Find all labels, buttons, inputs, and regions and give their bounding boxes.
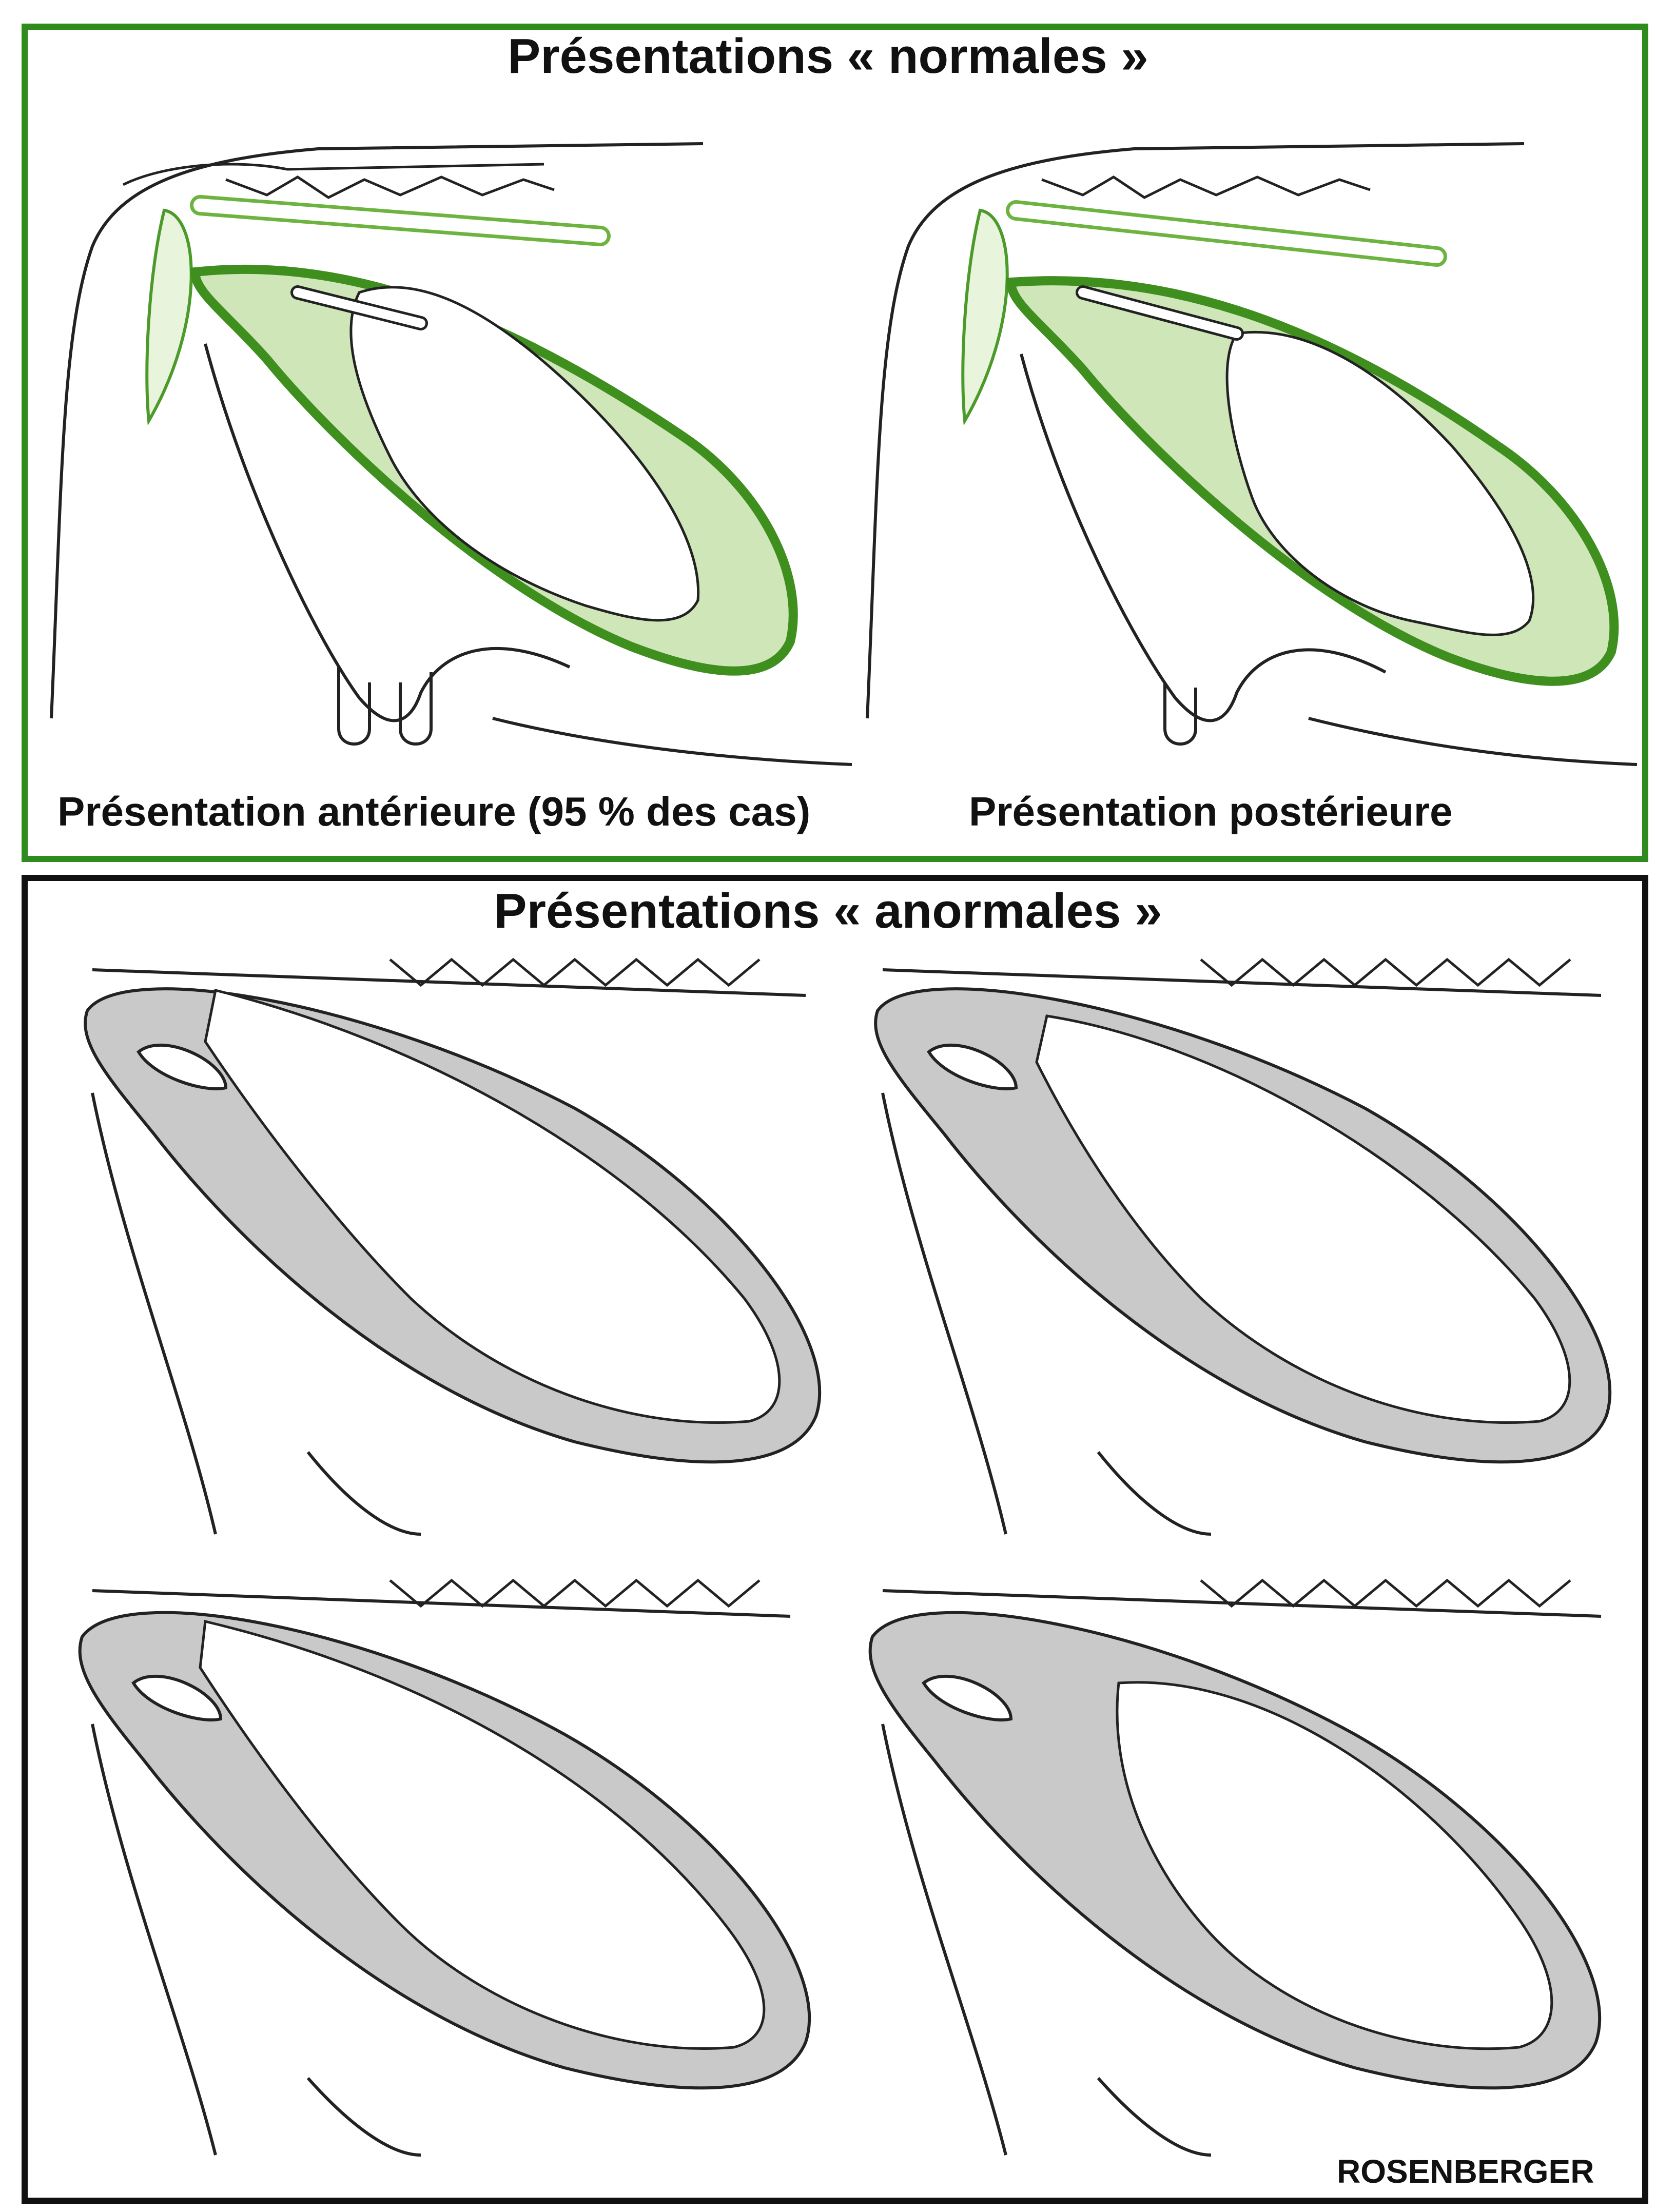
abnormal-panel-title: Présentations « anormales »: [494, 884, 1162, 938]
normal-presentations-panel: [22, 24, 1648, 862]
abnormal-presentation-illustration-bottom-right: [868, 1578, 1602, 2157]
abnormal-presentation-illustration-top-left: [84, 957, 822, 1536]
abnormal-presentation-illustration-bottom-left: [78, 1578, 811, 2157]
abnormal-presentation-illustration-top-right: [874, 957, 1612, 1536]
caption-anterior-presentation: Présentation antérieure (95 % des cas): [57, 789, 811, 834]
abnormal-presentations-panel: [22, 875, 1648, 2204]
caption-posterior-presentation: Présentation postérieure: [969, 789, 1453, 834]
anterior-presentation-illustration: [50, 142, 852, 766]
normal-panel-title: Présentations « normales »: [508, 29, 1148, 84]
posterior-presentation-illustration: [866, 142, 1638, 766]
source-credit: ROSENBERGER: [1337, 2153, 1594, 2190]
